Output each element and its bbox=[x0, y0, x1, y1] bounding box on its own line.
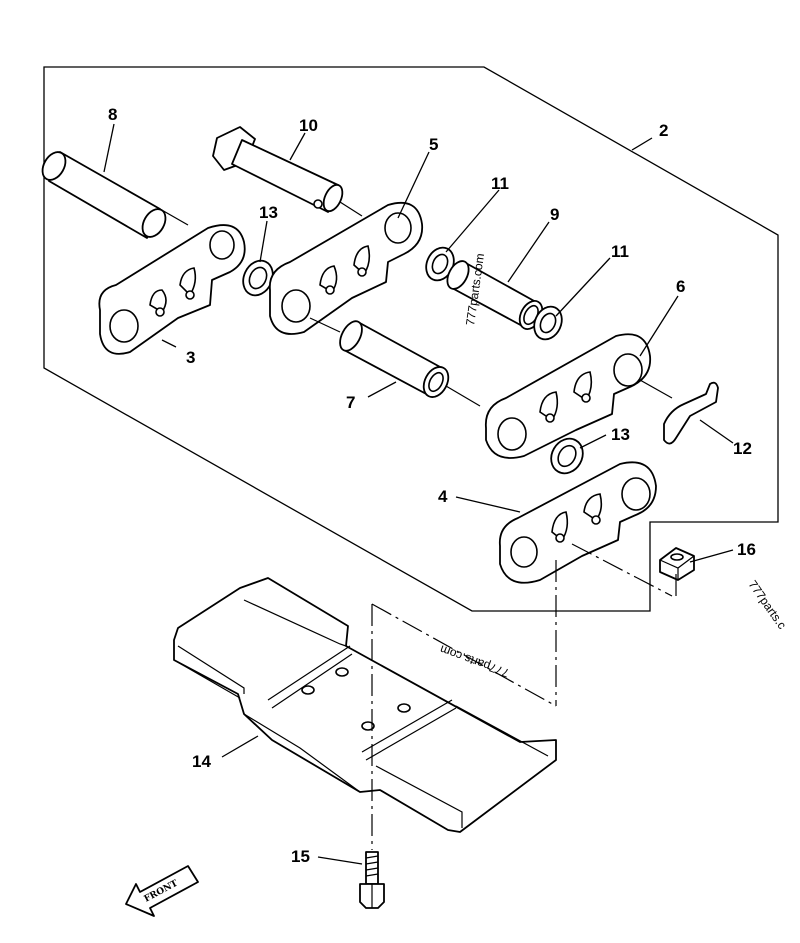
assembly-frame bbox=[43, 66, 779, 612]
part-16-nut bbox=[659, 547, 695, 581]
part-13-washer-upper bbox=[242, 259, 274, 297]
part-14-shoe-plate bbox=[173, 577, 557, 833]
part-15-bolt bbox=[359, 851, 385, 909]
part-4-link bbox=[498, 461, 657, 584]
part-13-washer-lower bbox=[550, 437, 584, 475]
part-8-pin bbox=[41, 151, 189, 239]
callout-13-lower: 13 bbox=[611, 425, 630, 444]
center-lines bbox=[371, 543, 677, 850]
part-6-link bbox=[484, 333, 673, 459]
callout-5: 5 bbox=[429, 135, 438, 154]
callout-10: 10 bbox=[299, 116, 318, 135]
part-9-bushing bbox=[446, 260, 544, 330]
callout-16: 16 bbox=[737, 540, 756, 559]
part-3-link bbox=[98, 224, 246, 355]
part-11-seal-lower bbox=[533, 305, 563, 341]
watermark-3: 777parts.c bbox=[746, 578, 790, 632]
callout-3: 3 bbox=[186, 348, 195, 367]
part-10-bolt bbox=[212, 126, 363, 217]
front-arrow: FRONT bbox=[125, 865, 199, 917]
callout-7: 7 bbox=[346, 393, 355, 412]
callout-11-lower: 11 bbox=[611, 242, 629, 261]
part-11-seal-upper bbox=[425, 246, 455, 282]
callout-4: 4 bbox=[438, 487, 448, 506]
watermark-2: 777parts.com bbox=[438, 642, 511, 680]
callout-9: 9 bbox=[550, 205, 559, 224]
callout-15: 15 bbox=[291, 847, 310, 866]
part-5-link bbox=[268, 201, 424, 335]
callout-13-upper: 13 bbox=[259, 203, 278, 222]
callout-8: 8 bbox=[108, 105, 117, 124]
leader-lines bbox=[103, 123, 734, 865]
callout-6: 6 bbox=[676, 277, 685, 296]
callout-11-upper: 11 bbox=[491, 174, 509, 193]
callout-2: 2 bbox=[659, 121, 668, 140]
part-12-lock-pin bbox=[663, 381, 719, 445]
callout-14: 14 bbox=[192, 752, 211, 771]
part-7-bushing bbox=[309, 317, 481, 407]
callout-12: 12 bbox=[733, 439, 752, 458]
